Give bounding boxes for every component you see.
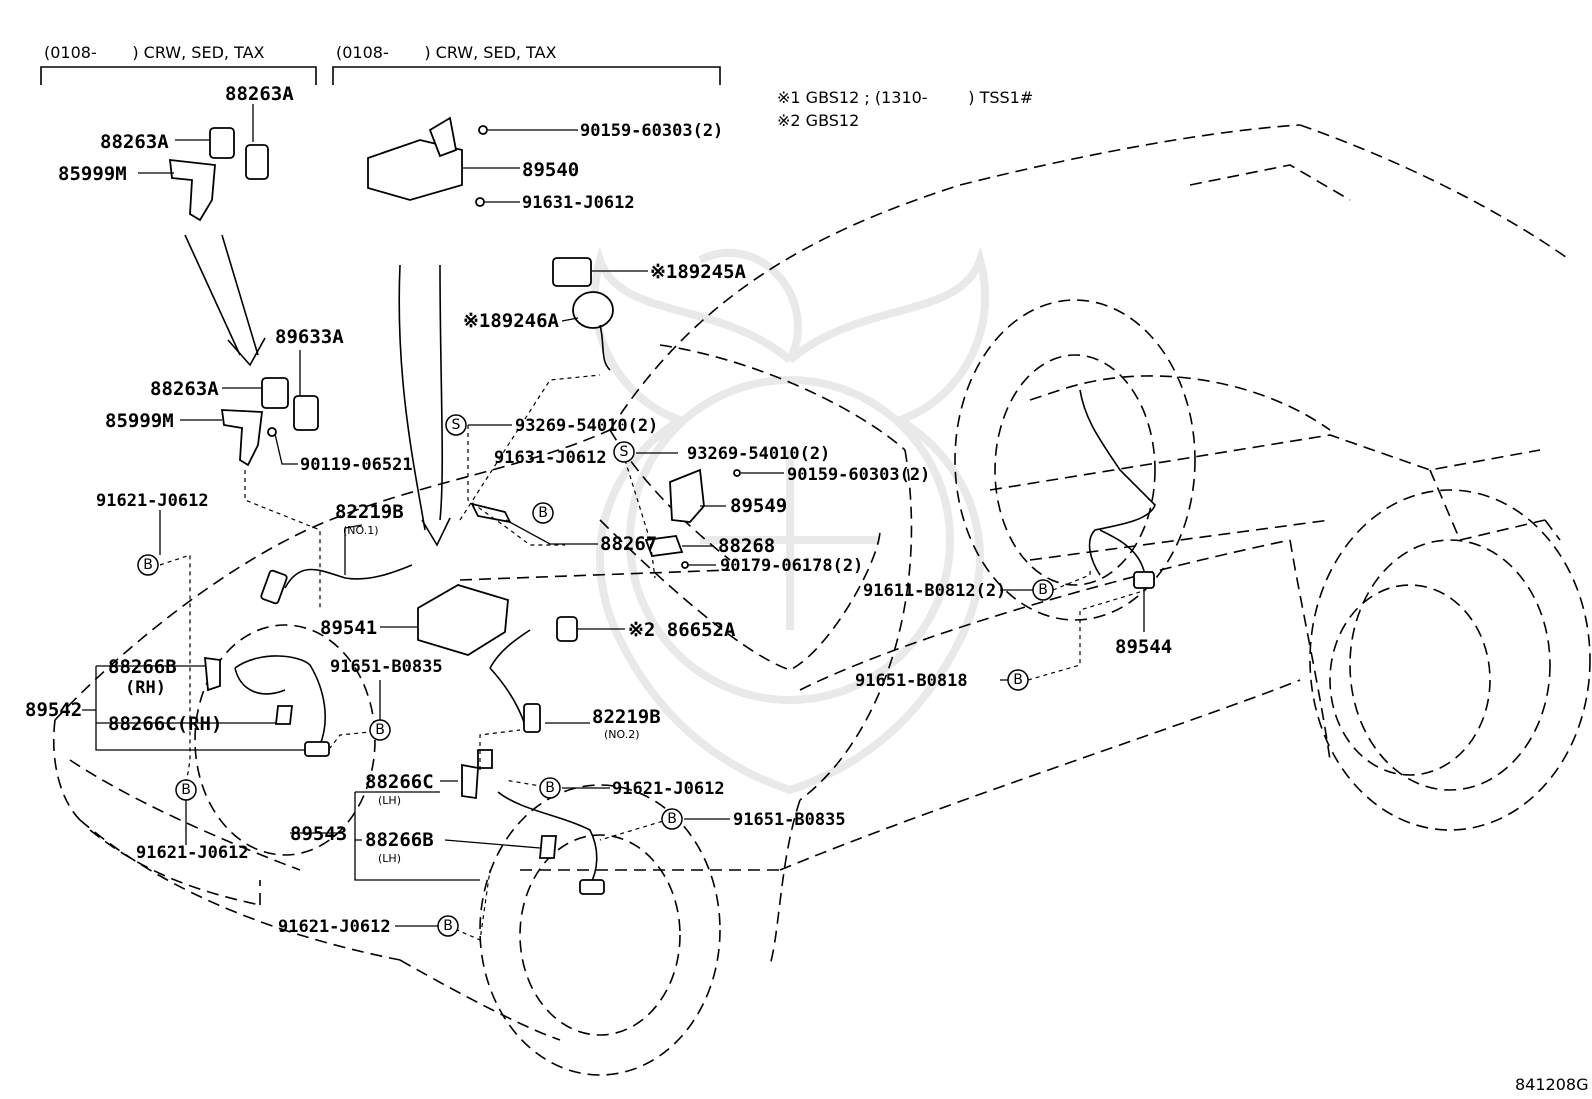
label-89543: 89543 [290, 823, 347, 845]
svg-text:B: B [1013, 672, 1023, 688]
fastener-symbols: S S B B B B B B B B B [137, 414, 1054, 937]
label-89549: 89549 [730, 495, 787, 517]
label-89540: 89540 [522, 159, 579, 181]
label-89633A: 89633A [275, 326, 344, 348]
header-left: (0108- ) CRW, SED, TAX [44, 43, 265, 62]
svg-text:S: S [452, 417, 461, 433]
note-1: ※1 GBS12 ; (1310- ) TSS1# [777, 88, 1033, 107]
label-89246A: ※189246A [463, 310, 560, 332]
label-82219B-no2: 82219B [592, 706, 661, 728]
label-88268: 88268 [718, 535, 775, 557]
label-88263A-left: 88263A [100, 131, 169, 153]
label-88266C-rh: 88266C(RH) [108, 713, 222, 735]
svg-text:B: B [143, 557, 153, 573]
label-90159-top: 90159-60303(2) [580, 121, 723, 141]
label-90179: 90179-06178(2) [720, 556, 863, 576]
wheels [194, 299, 1591, 1076]
leader-lines [82, 104, 1145, 927]
label-91621-bl: 91621-J0612 [136, 843, 249, 863]
svg-text:B: B [538, 505, 548, 521]
header-right: (0108- ) CRW, SED, TAX [336, 43, 557, 62]
svg-text:B: B [545, 780, 555, 796]
label-86652A: ※2 86652A [628, 619, 736, 641]
assembly-arrows [184, 234, 451, 547]
label-88266B-lh: 88266B [365, 829, 434, 851]
watermark-emblem [590, 246, 990, 795]
label-93269-b: 93269-54010(2) [687, 444, 830, 464]
dashed-leaders [159, 374, 1141, 941]
bolt-symbol-1: B [532, 502, 554, 524]
label-85999M-top: 85999M [58, 163, 127, 185]
header-brackets [40, 66, 721, 85]
label-88266B-lh-sub: (LH) [378, 852, 401, 865]
part-labels: 88263A 88263A 85999M 90159-60303(2) 8954… [25, 83, 1588, 1094]
label-91631-top: 91631-J0612 [522, 193, 635, 213]
label-93269-a: 93269-54010(2) [515, 416, 658, 436]
svg-text:B: B [443, 918, 453, 934]
label-89541: 89541 [320, 617, 377, 639]
svg-text:B: B [1038, 582, 1048, 598]
label-91651-mid: 91651-B0835 [330, 657, 443, 677]
bolt-symbol-5: B [369, 719, 391, 741]
bolt-symbol-7: B [661, 808, 683, 830]
bolt-symbol-8: B [175, 779, 197, 801]
svg-text:B: B [375, 722, 385, 738]
label-91621-bot: 91621-J0612 [278, 917, 391, 937]
bolt-symbol-9: B [437, 915, 459, 937]
label-89542: 89542 [25, 699, 82, 721]
label-88266C-lh: 88266C [365, 771, 434, 793]
screw-symbol-2: S [613, 441, 635, 463]
label-85999M-mid: 85999M [105, 410, 174, 432]
svg-text:S: S [620, 444, 629, 460]
bolt-symbol-4: B [1007, 669, 1029, 691]
label-91651-right: 91651-B0818 [855, 671, 968, 691]
part-shapes [168, 116, 1156, 895]
label-91621-left: 91621-J0612 [96, 491, 209, 511]
bolt-symbol-6: B [539, 777, 561, 799]
label-82219B-no1-sub: (NO.1) [343, 524, 379, 537]
header-labels: (0108- ) CRW, SED, TAX (0108- ) CRW, SED… [44, 43, 1033, 130]
diagram-id: 841208G [1515, 1075, 1588, 1094]
label-82219B-no2-sub: (NO.2) [604, 728, 640, 741]
label-88267: 88267 [600, 533, 657, 555]
label-89544: 89544 [1115, 636, 1172, 658]
label-91621-mid: 91621-J0612 [612, 779, 725, 799]
note-2: ※2 GBS12 [777, 111, 859, 130]
label-91631-mid: 91631-J0612 [494, 448, 607, 468]
label-90119: 90119-06521 [300, 455, 413, 475]
label-90159-mid: 90159-60303(2) [787, 465, 930, 485]
label-89245A: ※189245A [650, 261, 747, 283]
label-88263A-top: 88263A [225, 83, 294, 105]
svg-text:B: B [181, 782, 191, 798]
label-91651-low: 91651-B0835 [733, 810, 846, 830]
screw-symbol-1: S [445, 414, 467, 436]
bolt-symbol-3: B [1032, 579, 1054, 601]
label-88266C-lh-sub: (LH) [378, 794, 401, 807]
bolt-symbol-2: B [137, 554, 159, 576]
label-88266B-rh: 88266B [108, 656, 177, 678]
label-82219B-no1: 82219B [335, 501, 404, 523]
svg-text:B: B [667, 811, 677, 827]
label-88263A-mid: 88263A [150, 378, 219, 400]
label-91611: 91611-B0812(2) [863, 581, 1006, 601]
label-88266B-rh-sub: (RH) [125, 678, 166, 698]
